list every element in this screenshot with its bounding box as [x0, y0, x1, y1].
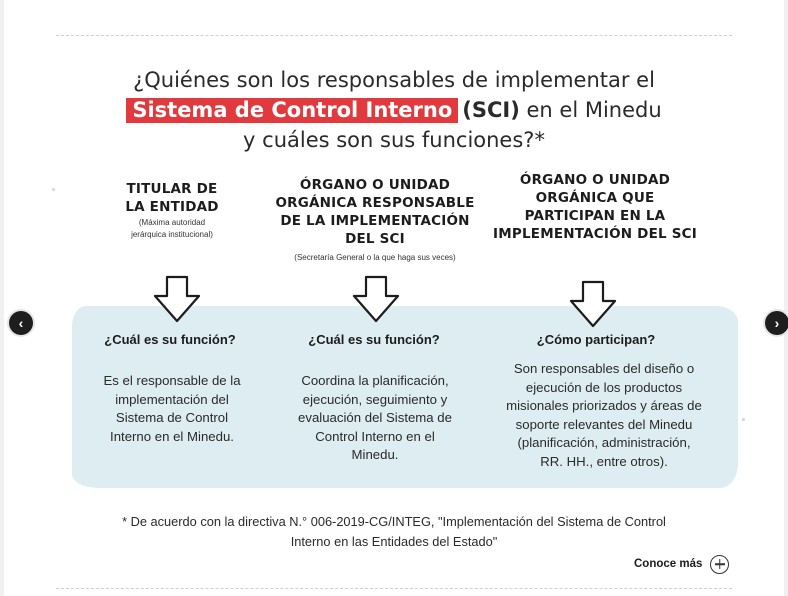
- conoce-mas-link[interactable]: Conoce más: [634, 553, 730, 575]
- description-titular: Es el responsable de la implementación d…: [82, 372, 262, 446]
- column-subtitle-titular: (Máxima autoridad jerárquica institucion…: [98, 217, 246, 241]
- decorative-dot: [52, 188, 55, 191]
- description-organo-responsable: Coordina la planificación, ejecución, se…: [280, 372, 470, 465]
- heading-line: DEL SCI: [345, 231, 405, 247]
- description-line: ejecución, seguimiento y: [302, 391, 448, 407]
- description-line: misionales priorizados y áreas de: [506, 398, 702, 413]
- heading-line: ÓRGANO O UNIDAD: [519, 172, 671, 188]
- column-heading-titular: TITULAR DE LA ENTIDAD: [98, 180, 246, 216]
- heading-line: ORGÁNICA RESPONSABLE: [275, 195, 475, 211]
- description-line: ejecución de los productos: [525, 379, 683, 395]
- heading-line: ORGÁNICA QUE: [535, 190, 655, 206]
- plus-circle-icon: [710, 554, 730, 574]
- down-arrow-icon: [352, 275, 400, 323]
- chevron-left-icon: ‹: [18, 315, 24, 331]
- title-abbreviation: (SCI): [462, 98, 520, 122]
- info-panel: [72, 306, 738, 488]
- heading-line: TITULAR DE: [126, 181, 218, 197]
- page-title-line-2: Sistema de Control Interno(SCI) en el Mi…: [0, 95, 788, 125]
- description-line: Minedu.: [351, 447, 399, 462]
- description-line: Control Interno en el: [315, 428, 435, 444]
- heading-line: DE LA IMPLEMENTACIÓN: [280, 213, 470, 229]
- down-arrow-icon: [569, 280, 617, 328]
- question-organos-participantes: ¿Cómo participan?: [536, 332, 656, 347]
- subtitle-line: (Máxima autoridad: [138, 218, 206, 227]
- question-organo-responsable: ¿Cuál es su función?: [308, 332, 440, 347]
- carousel-next-button[interactable]: ›: [765, 311, 788, 335]
- highlighted-term: Sistema de Control Interno: [126, 98, 459, 123]
- footnote-line: * De acuerdo con la directiva N.° 006-20…: [122, 514, 666, 529]
- heading-line: PARTICIPAN EN LA: [524, 208, 666, 224]
- description-line: implementación del: [115, 391, 229, 407]
- decorative-dot: [742, 418, 745, 421]
- bottom-divider: [56, 588, 732, 589]
- description-line: Son responsables del diseño o: [513, 361, 695, 376]
- title-line-2-rest: en el Minedu: [519, 98, 662, 122]
- page-title-line-1: ¿Quiénes son los responsables de impleme…: [133, 68, 655, 92]
- footnote-line: Interno en las Entidades del Estado": [290, 534, 498, 549]
- column-subtitle-organo-responsable: (Secretaría General o la que haga sus ve…: [252, 252, 498, 264]
- column-heading-organos-participantes: ÓRGANO O UNIDAD ORGÁNICA QUE PARTICIPAN …: [480, 171, 710, 243]
- carousel-prev-button[interactable]: ‹: [9, 311, 33, 335]
- column-heading-organo-responsable: ÓRGANO O UNIDAD ORGÁNICA RESPONSABLE DE …: [262, 176, 488, 248]
- subtitle-line: (Secretaría General o la que haga sus ve…: [294, 253, 456, 262]
- description-line: soporte relevantes del Minedu: [515, 416, 693, 432]
- heading-line: IMPLEMENTACIÓN DEL SCI: [493, 226, 697, 242]
- description-line: RR. HH., entre otros).: [540, 453, 668, 469]
- top-divider: [56, 35, 732, 36]
- question-titular: ¿Cuál es su función?: [104, 332, 236, 347]
- heading-line: LA ENTIDAD: [125, 199, 219, 215]
- conoce-mas-label: Conoce más: [634, 558, 703, 570]
- page-title-line-3: y cuáles son sus funciones?*: [243, 128, 545, 152]
- footnote: * De acuerdo con la directiva N.° 006-20…: [40, 512, 748, 552]
- description-line: evaluación del Sistema de: [298, 410, 452, 425]
- down-arrow-icon: [153, 275, 201, 323]
- heading-line: ÓRGANO O UNIDAD: [299, 177, 451, 193]
- description-line: Interno en el Minedu.: [110, 428, 234, 444]
- description-line: (planificación, administración,: [517, 435, 691, 450]
- description-line: Es el responsable de la: [103, 373, 241, 388]
- description-line: Coordina la planificación,: [301, 373, 449, 388]
- subtitle-line: jerárquica institucional): [131, 230, 213, 239]
- description-organos-participantes: Son responsables del diseño o ejecución …: [486, 360, 722, 471]
- chevron-right-icon: ›: [774, 315, 780, 331]
- description-line: Sistema de Control: [115, 410, 229, 425]
